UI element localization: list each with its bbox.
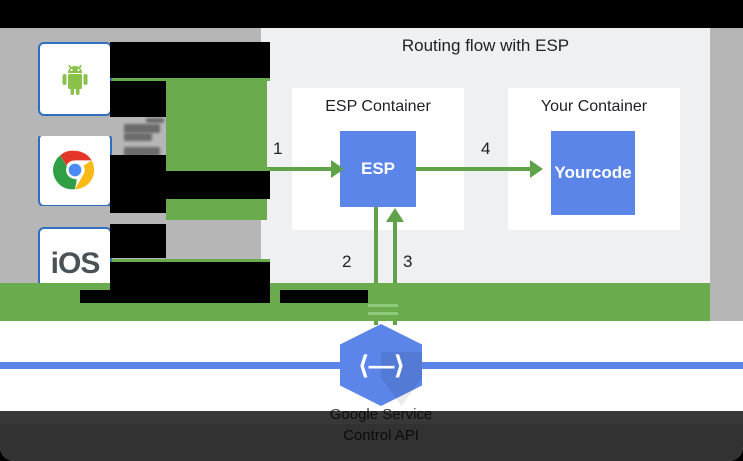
bottom-dim-overlay-2 (0, 424, 743, 461)
black-overlay-top (0, 0, 743, 28)
blurred-text-smudge-1 (124, 124, 160, 133)
arrow-4-head (530, 160, 543, 178)
esp-box: ESP (340, 131, 416, 207)
your-code-line1: Your (554, 163, 592, 182)
your-container-label: Your Container (540, 98, 648, 115)
step-number-2: 2 (342, 252, 352, 271)
client-connector-android (110, 78, 270, 81)
gray-strip-artifact-right (710, 28, 743, 321)
android-icon (38, 42, 112, 116)
black-overlay-8 (280, 290, 368, 303)
ios-label: iOS (50, 247, 101, 280)
green-remnant-1 (368, 304, 398, 307)
step-number-1: 1 (273, 139, 283, 158)
diagram-title: Routing flow with ESP (401, 36, 570, 55)
black-overlay-1 (110, 42, 270, 78)
your-code-line2: code (591, 163, 632, 182)
arrow-1-line (261, 167, 335, 171)
arrow-3-line (393, 222, 397, 325)
code-brackets-icon: ⟨—⟩ (357, 349, 406, 380)
client-connector-chrome (110, 168, 270, 171)
chrome-icon (38, 133, 112, 207)
step-number-4: 4 (481, 139, 491, 158)
esp-container-label: ESP Container (325, 98, 431, 115)
arrow-1-head (331, 160, 344, 178)
arrow-4-line (416, 167, 536, 171)
black-overlay-2 (110, 81, 166, 117)
bottom-dim-overlay (0, 411, 743, 461)
black-overlay-4 (110, 171, 270, 199)
step-number-3: 3 (403, 252, 413, 271)
blurred-text-smudge-5 (146, 118, 164, 123)
client-green-block (166, 80, 267, 220)
black-overlay-7 (80, 290, 270, 303)
black-overlay-5 (110, 224, 166, 258)
your-code-box: Your code (551, 131, 635, 215)
blurred-text-smudge-2 (124, 133, 152, 141)
arrow-3-head (386, 208, 404, 222)
black-overlay-6 (110, 262, 270, 290)
blurred-text-smudge-3 (124, 147, 160, 156)
arrow-2-line (374, 207, 378, 325)
green-remnant-2 (368, 312, 398, 315)
client-connector-ios (110, 259, 270, 262)
